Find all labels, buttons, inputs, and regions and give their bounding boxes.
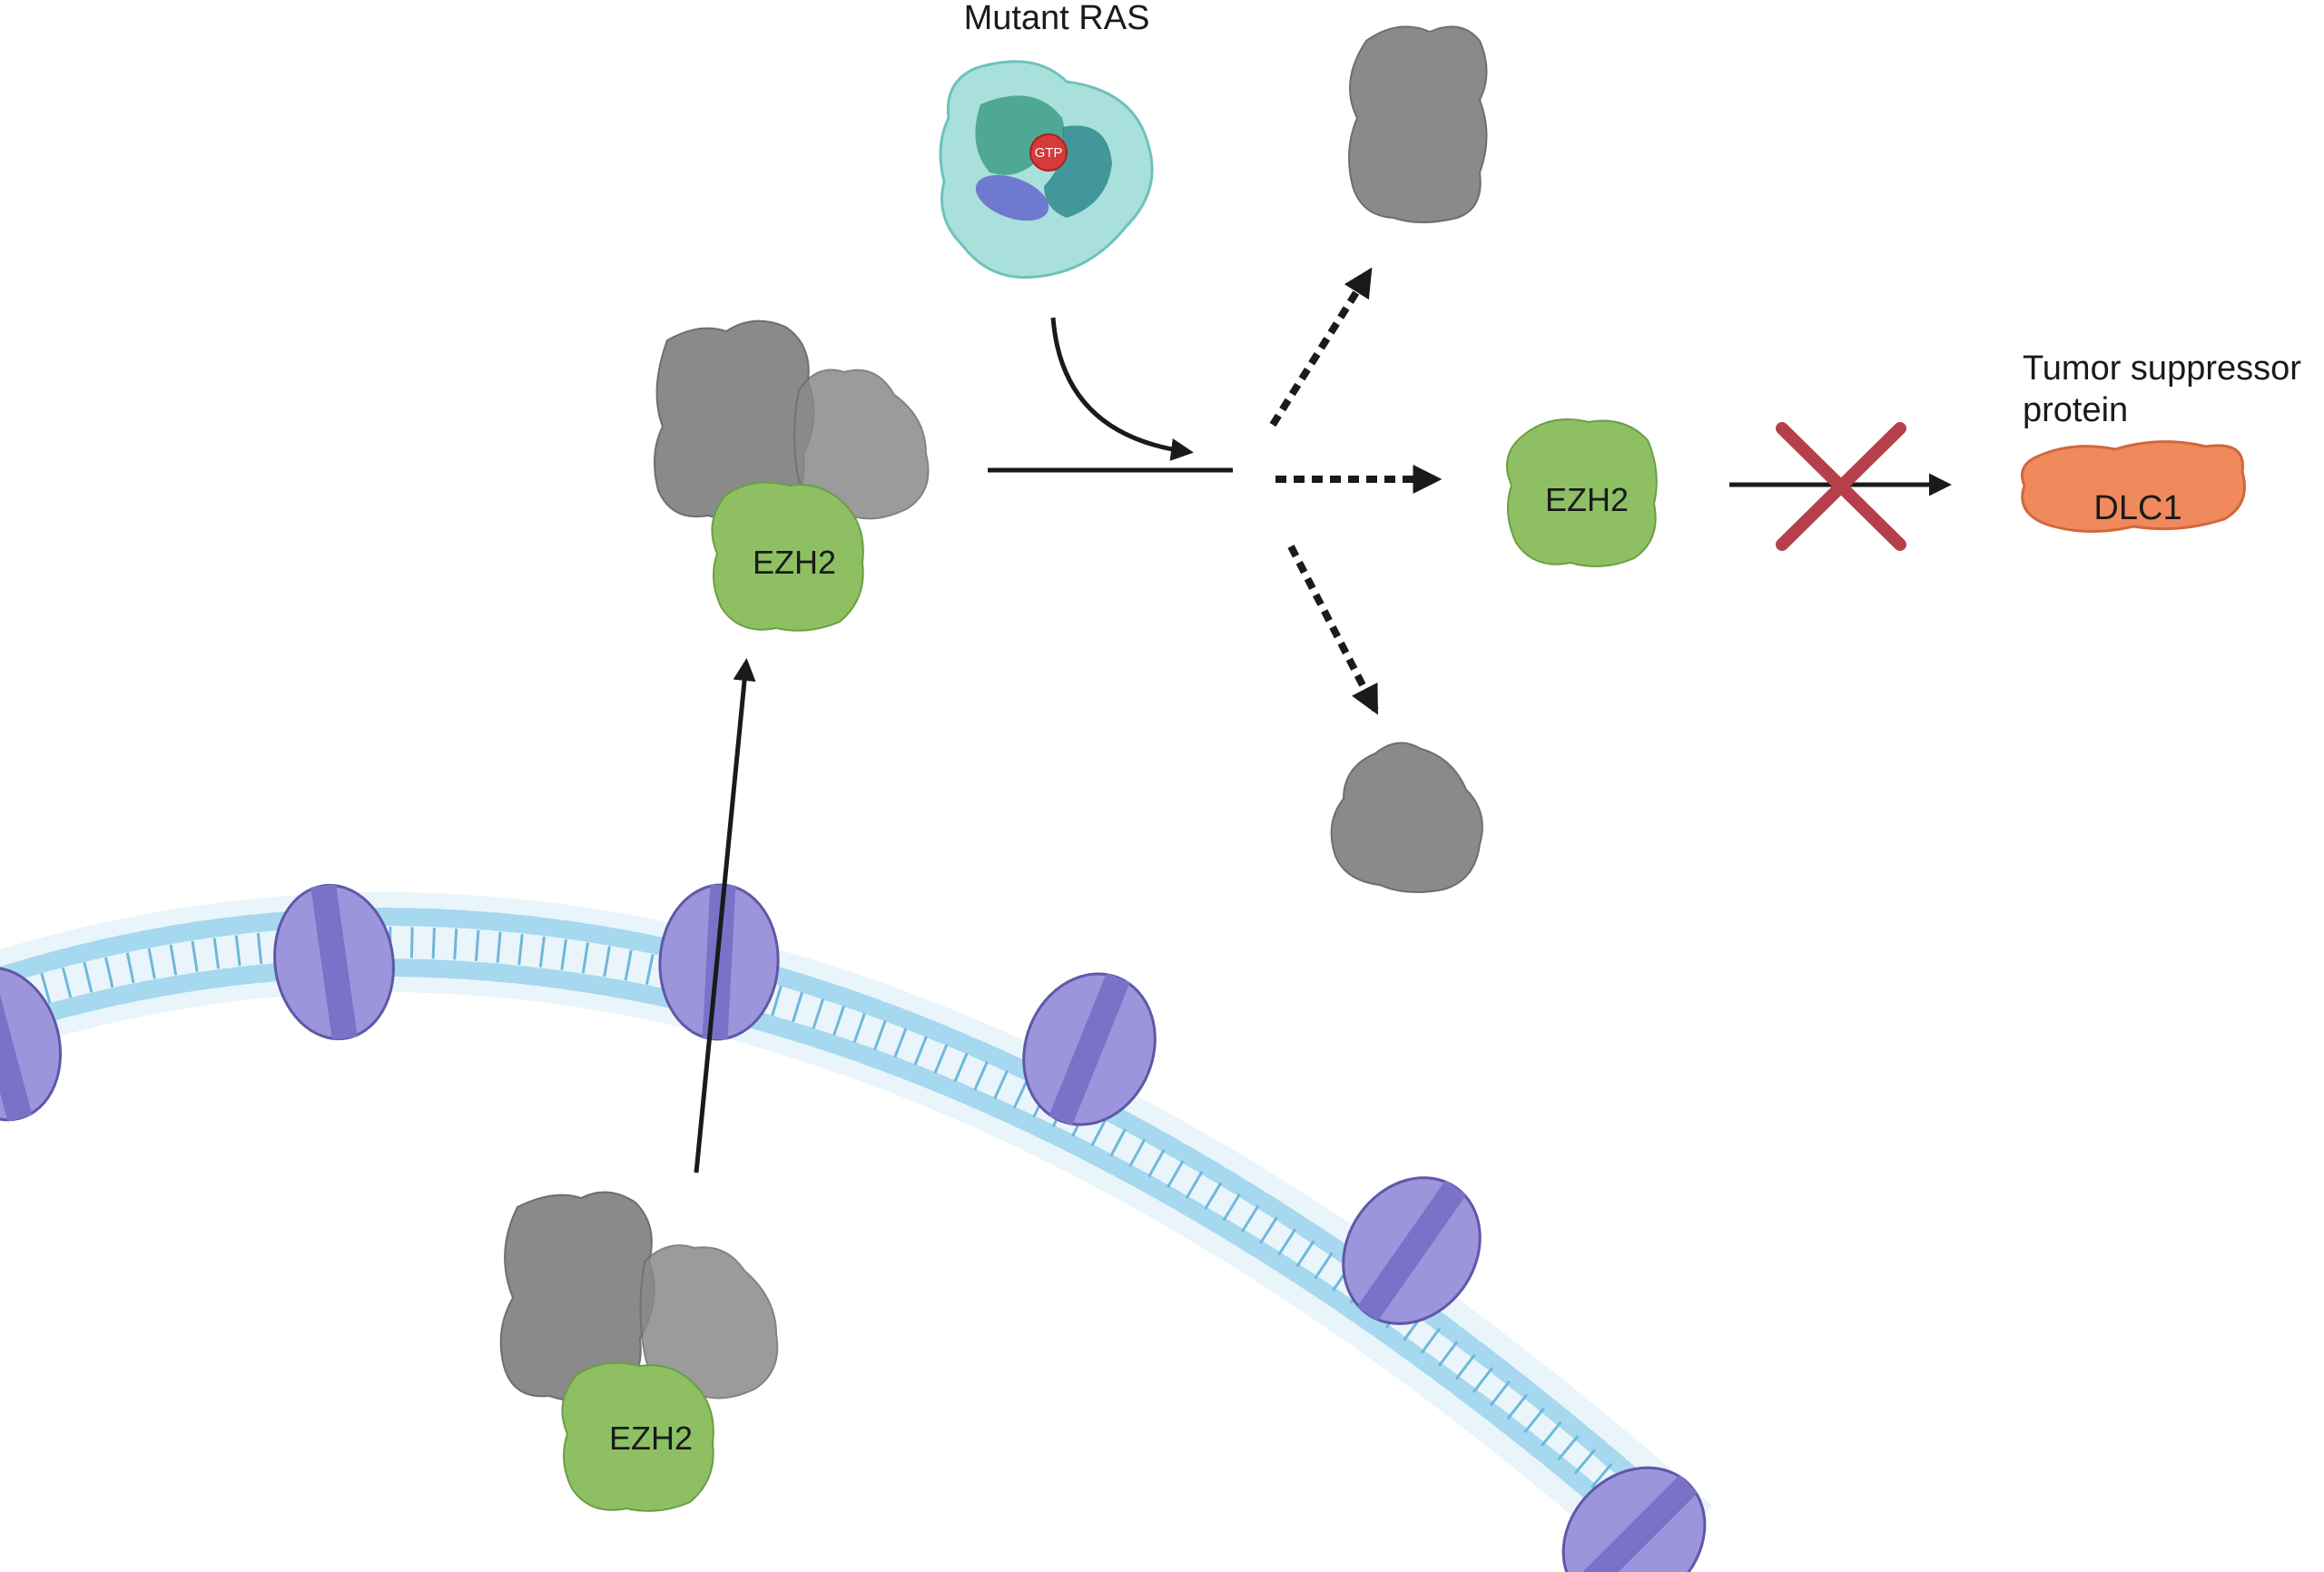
ezh2-subunit [561, 1361, 714, 1512]
dotted-arrow-up [1269, 267, 1373, 427]
ras-input-arrow [1050, 317, 1194, 461]
grey-subunit [793, 368, 930, 520]
mutant-ras-label: Mutant RAS [964, 0, 1150, 37]
dlc1-shape [2021, 440, 2246, 533]
ezh2-complex-bottom: EZH2 [499, 1191, 779, 1512]
ras-helix [975, 174, 1049, 221]
grey-subunit-released-bottom [1330, 742, 1483, 893]
grey-subunit-released-top [1348, 25, 1488, 223]
ezh2-label: EZH2 [609, 1420, 693, 1457]
membrane-channel [1342, 1176, 1482, 1325]
ezh2-subunit [1506, 418, 1658, 567]
ezh2-complex-top: EZH2 [654, 319, 930, 632]
membrane-channel [0, 966, 63, 1122]
dlc1-protein: DLC1 [2021, 440, 2246, 533]
tumor-suppressor-label-line2: protein [2023, 391, 2128, 429]
ezh2-label: EZH2 [753, 544, 836, 581]
cell-membrane [0, 883, 1713, 1572]
dotted-arrow-down [1287, 545, 1379, 715]
membrane-channel [273, 883, 395, 1041]
ezh2-subunit [711, 481, 864, 632]
dlc1-label: DLC1 [2093, 489, 2181, 527]
membrane-channel [1561, 1466, 1707, 1572]
ezh2-free: EZH2 [1506, 418, 1658, 567]
block-x-icon [1776, 422, 1906, 551]
ezh2-label: EZH2 [1545, 481, 1629, 518]
gtp-label: GTP [1035, 145, 1063, 161]
membrane-channel [1022, 972, 1157, 1126]
gtp-icon [1029, 133, 1068, 172]
ras-inner-lobe [1044, 125, 1112, 218]
translocation-arrow [694, 658, 756, 1174]
tumor-suppressor-label: Tumor suppressor [2023, 349, 2301, 388]
mutant-ras: GTP [939, 60, 1154, 280]
grey-subunit [639, 1244, 779, 1400]
